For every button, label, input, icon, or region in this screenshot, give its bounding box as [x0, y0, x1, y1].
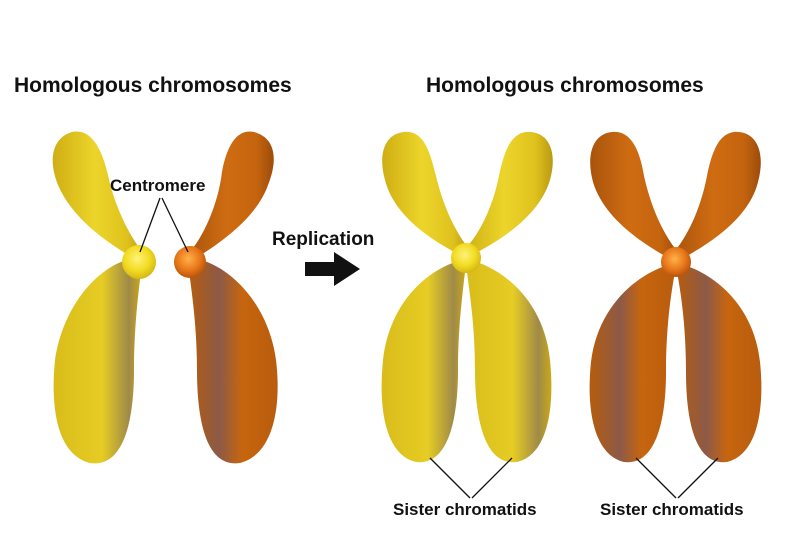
brown-centromere — [174, 246, 206, 278]
brown-replicated-centromere — [661, 247, 691, 277]
title-homologous-right: Homologous chromosomes — [426, 74, 704, 97]
centromere-label: Centromere — [110, 176, 206, 195]
yellow-lower-left-chromatid — [381, 260, 466, 463]
arrow-shaft — [305, 262, 339, 276]
brown-chromosome-left — [174, 131, 278, 464]
brown-upper-left-arm — [590, 131, 678, 262]
brown-lower-arm — [188, 258, 278, 464]
yellow-lower-arm — [53, 258, 142, 464]
sister-pointer-line-2a — [635, 457, 677, 499]
replication-label: Replication — [272, 229, 375, 250]
title-homologous-left: Homologous chromosomes — [14, 74, 292, 97]
yellow-centromere — [122, 245, 156, 279]
yellow-lower-right-chromatid — [466, 260, 552, 463]
yellow-upper-left-arm — [382, 131, 470, 258]
yellow-replicated-centromere — [451, 243, 481, 273]
brown-upper-arm — [188, 131, 274, 262]
yellow-chromosome-left — [52, 131, 156, 464]
arrow-head — [334, 252, 360, 286]
brown-lower-right-chromatid — [676, 264, 762, 463]
sister-pointer-line-1a — [429, 457, 471, 499]
yellow-upper-arm — [52, 131, 145, 262]
sister-chromatids-label-1: Sister chromatids — [393, 500, 537, 519]
yellow-upper-right-arm — [464, 131, 553, 258]
centromere-pointer-line-2 — [161, 197, 189, 253]
sister-pointer-line-1b — [471, 457, 513, 499]
brown-lower-left-chromatid — [589, 264, 676, 463]
replication-arrow — [305, 252, 360, 286]
brown-upper-right-arm — [674, 131, 761, 262]
centromere-pointer-line-1 — [139, 197, 161, 253]
sister-pointer-line-2b — [677, 457, 719, 499]
yellow-replicated-chromosome — [381, 131, 553, 463]
sister-chromatids-label-2: Sister chromatids — [600, 500, 744, 519]
brown-replicated-chromosome — [589, 131, 762, 463]
